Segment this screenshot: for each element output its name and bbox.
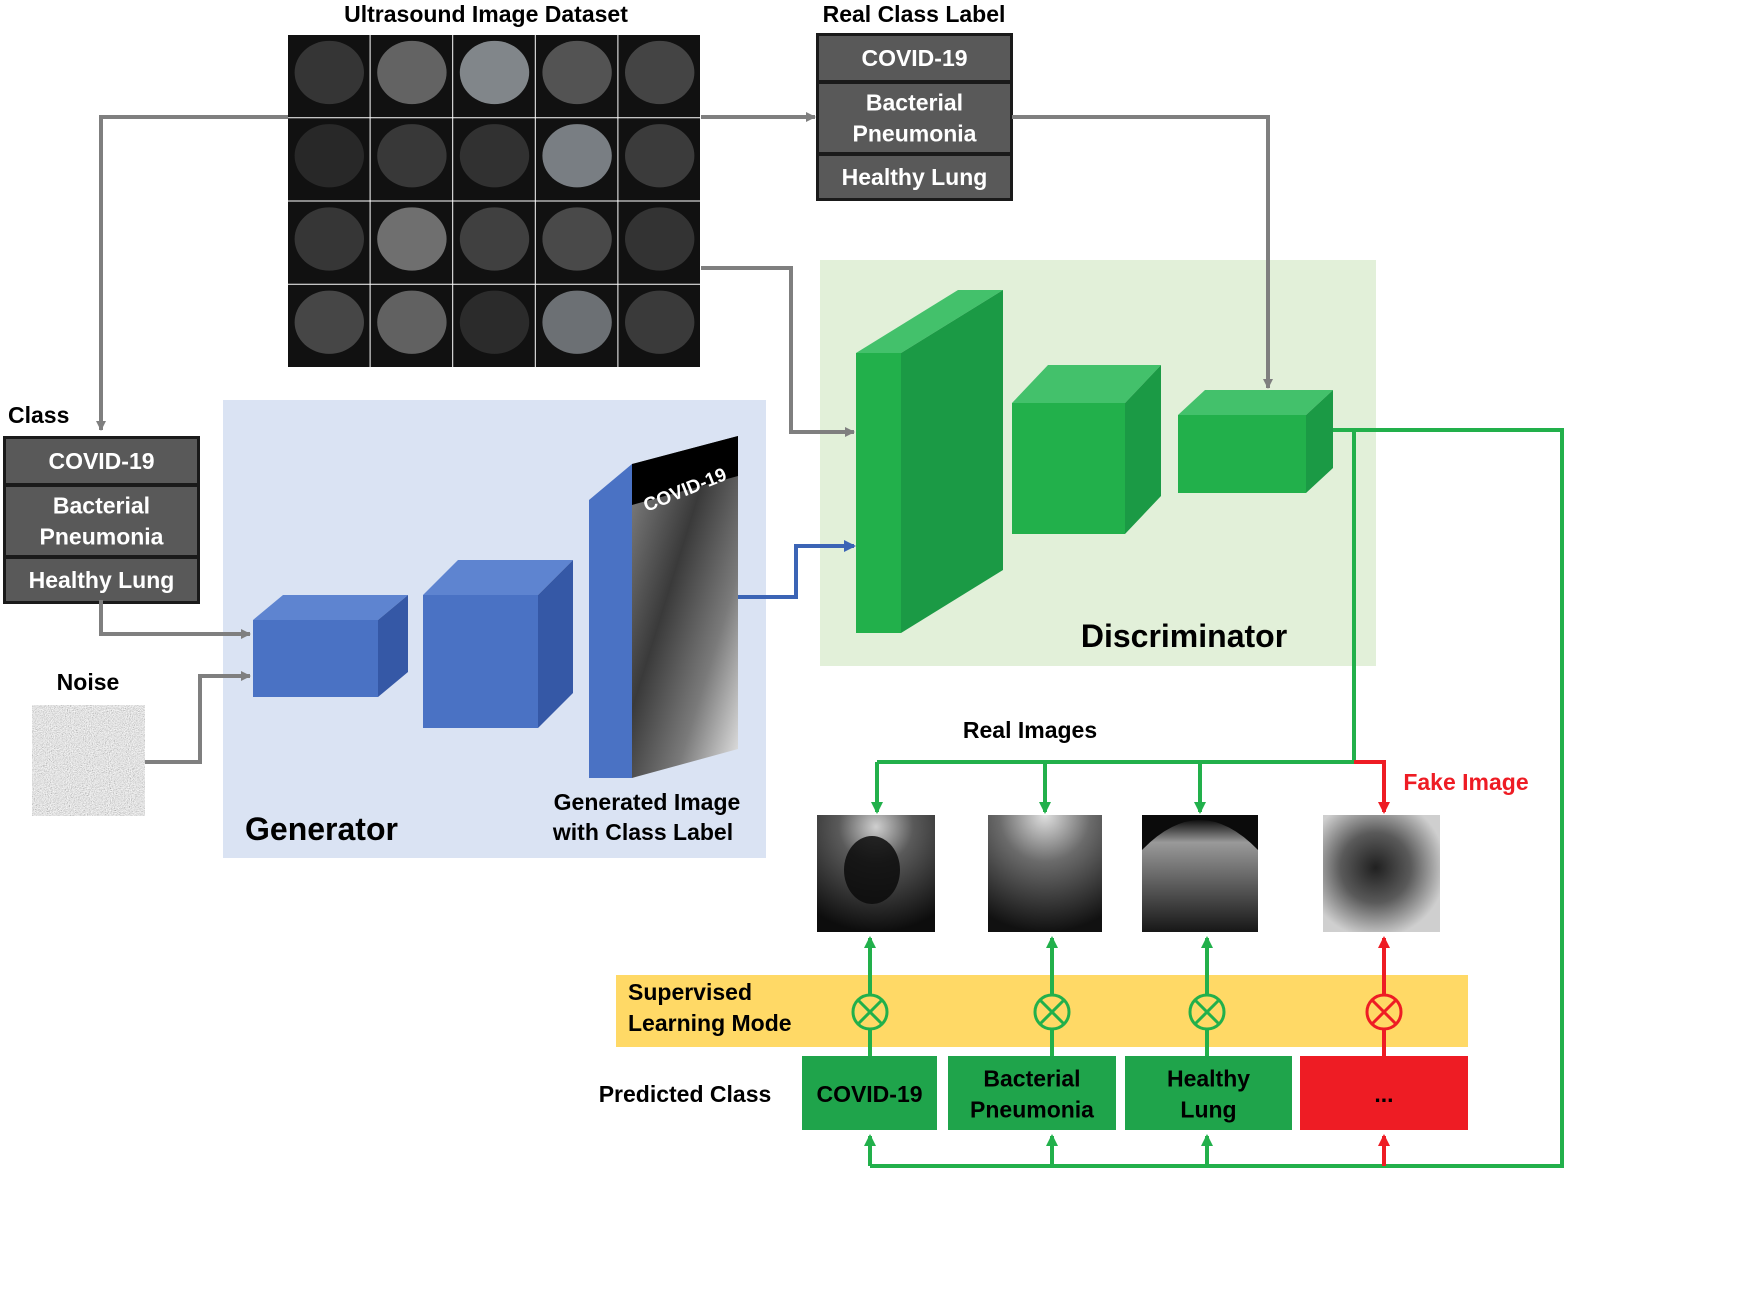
class-item-label: Healthy Lung — [29, 567, 175, 593]
noise-image — [32, 705, 145, 816]
supervised-label-line2: Learning Mode — [628, 1010, 792, 1036]
real-image-pneumonia — [988, 815, 1102, 932]
discriminator-title: Discriminator — [1081, 618, 1287, 654]
real-class-item — [819, 84, 1010, 152]
dataset-tile — [625, 207, 695, 271]
predicted-class-box — [802, 1056, 937, 1130]
fake-image — [1323, 815, 1440, 932]
predicted-class-label-text: Pneumonia — [970, 1097, 1094, 1123]
generator-title: Generator — [245, 811, 398, 847]
multiply-cross — [856, 998, 884, 1026]
predicted-class-label-text: COVID-19 — [816, 1081, 922, 1107]
dataset-tile — [625, 290, 695, 354]
dataset-tile — [625, 40, 695, 105]
dataset-tile — [377, 207, 447, 271]
arrow-fake — [1354, 760, 1390, 814]
generator-block-1 — [253, 595, 408, 697]
class-item-label: Pneumonia — [40, 524, 164, 550]
dataset-tile — [459, 290, 530, 354]
real-class-item-label: Bacterial — [866, 90, 963, 116]
arrow-dataset-to-class — [96, 115, 288, 431]
dataset-tile — [459, 124, 530, 188]
dataset-tile — [294, 124, 364, 188]
dataset-tile — [625, 124, 695, 188]
real-class-item — [819, 36, 1010, 80]
dataset-tile — [459, 207, 530, 271]
line-discriminator-to-predicted — [870, 428, 1564, 1168]
generator-block-2 — [423, 560, 573, 728]
real-class-item-label: Healthy Lung — [842, 164, 988, 190]
dataset-title: Ultrasound Image Dataset — [344, 1, 628, 27]
real-image-healthy-sector — [1142, 820, 1258, 932]
dataset-tile — [542, 207, 612, 271]
arrow-dataset-to-discriminator — [701, 266, 855, 437]
generated-image-caption-line2: with Class Label — [552, 819, 733, 845]
arrow-noise-to-generator — [145, 671, 251, 764]
dataset-tile — [294, 207, 364, 271]
predicted-class-box — [948, 1056, 1116, 1130]
dataset-tile — [459, 40, 530, 105]
dataset-tile — [542, 290, 612, 354]
dataset-tile — [542, 40, 612, 105]
multiply-cross — [1038, 998, 1066, 1026]
class-item-label: Bacterial — [53, 493, 150, 519]
arrow-generator-to-discriminator — [738, 540, 856, 599]
generated-image-block: COVID-19 — [589, 436, 738, 778]
generated-image-caption-line1: Generated Image — [554, 789, 741, 815]
multiply-cross — [1370, 998, 1398, 1026]
class-item — [6, 487, 197, 555]
arrow-class-to-generator — [99, 600, 251, 639]
dataset-tile — [377, 290, 447, 354]
class-title: Class — [8, 402, 69, 428]
supervised-label-line1: Supervised — [628, 979, 752, 1005]
class-item — [6, 559, 197, 601]
predicted-class-box — [1125, 1056, 1292, 1130]
real-class-label-title: Real Class Label — [823, 1, 1006, 27]
class-item-label: COVID-19 — [48, 448, 154, 474]
dataset-tile — [542, 124, 612, 188]
ultrasound-image-grid — [288, 35, 700, 367]
dataset-tile — [377, 40, 447, 105]
noise-label: Noise — [57, 669, 120, 695]
predicted-class-label-text: Healthy — [1167, 1066, 1250, 1092]
arrow-real-label-to-discriminator — [1012, 115, 1273, 389]
real-class-item-label: COVID-19 — [861, 45, 967, 71]
dataset-tile — [377, 124, 447, 188]
multiply-cross — [1193, 998, 1221, 1026]
dataset-tile — [294, 40, 364, 105]
fake-image-label: Fake Image — [1403, 769, 1528, 795]
class-item — [6, 439, 197, 483]
discriminator-block-2 — [1012, 365, 1161, 534]
real-class-item-label: Pneumonia — [853, 121, 977, 147]
real-class-item — [819, 156, 1010, 198]
supervision-arrows — [851, 936, 1403, 1166]
real-image-covid-lesion — [844, 836, 900, 904]
discriminator-block-3 — [1178, 390, 1333, 493]
predicted-class-label: Predicted Class — [599, 1081, 772, 1107]
predicted-class-label-text: Lung — [1180, 1097, 1236, 1123]
discriminator-block-1 — [856, 290, 1003, 633]
predicted-class-label-text: ... — [1374, 1081, 1393, 1107]
dataset-tile — [294, 290, 364, 354]
real-images-label: Real Images — [963, 717, 1097, 743]
predicted-class-box — [1300, 1056, 1468, 1130]
predicted-class-label-text: Bacterial — [983, 1066, 1080, 1092]
